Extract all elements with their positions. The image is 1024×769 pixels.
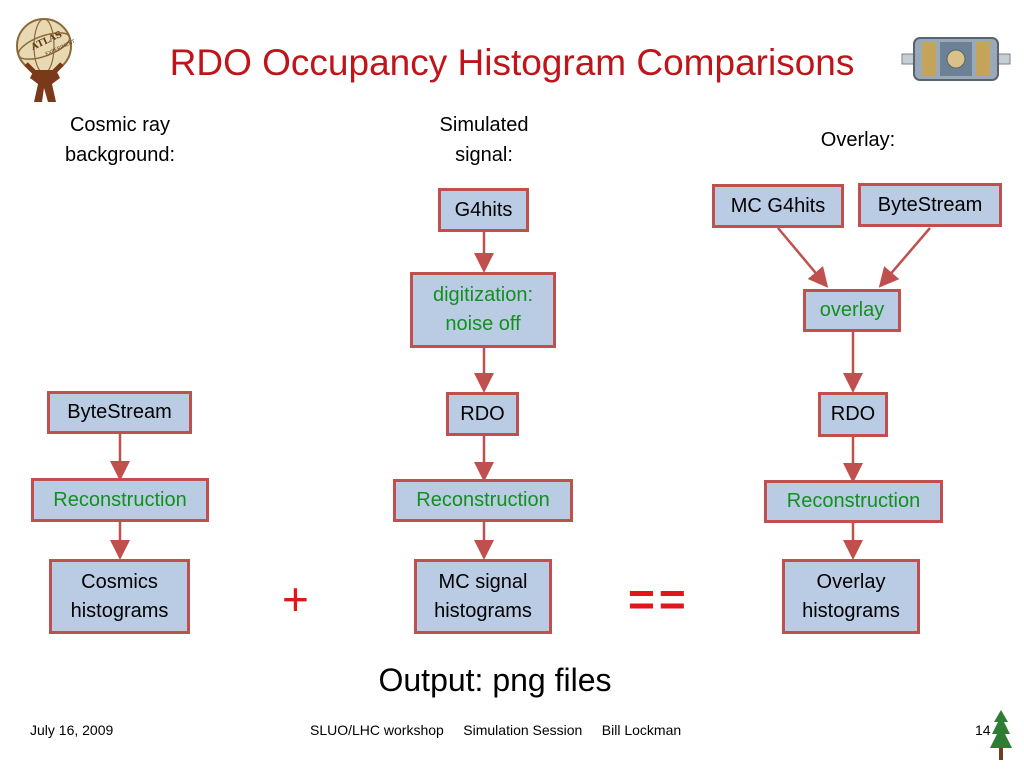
- mc-signal-histograms-box: MC signal histograms: [414, 559, 552, 634]
- arrow-ovl-2: [878, 227, 931, 288]
- overlay-bytestream-box: ByteStream: [858, 183, 1002, 227]
- detector-image: [900, 30, 1012, 88]
- sim-reconstruction-box: Reconstruction: [393, 479, 573, 522]
- cosmic-heading: Cosmic ray background:: [64, 114, 176, 166]
- overlay-reconstruction-box: Reconstruction: [764, 480, 943, 523]
- footer-page-number: 14: [975, 722, 991, 738]
- footer-date: July 16, 2009: [30, 722, 114, 738]
- overlay-step-box: overlay: [803, 289, 901, 332]
- overlay-histograms-box: Overlay histograms: [782, 559, 920, 634]
- page-title: RDO Occupancy Histogram Comparisons: [169, 42, 855, 83]
- overlay-heading: Overlay:: [820, 129, 896, 151]
- simulated-heading: Simulated signal:: [439, 114, 529, 166]
- cosmics-histograms-box: Cosmics histograms: [49, 559, 190, 634]
- sim-rdo-box: RDO: [446, 392, 519, 436]
- equals-operator: ==: [628, 573, 690, 625]
- cosmic-reconstruction-box: Reconstruction: [31, 478, 209, 522]
- output-text: Output: png files: [378, 662, 612, 698]
- atlas-logo: ATLAS EXPERIMENT: [4, 12, 86, 104]
- g4hits-box: G4hits: [438, 188, 529, 232]
- footer-event: SLUO/LHC workshop Simulation Session Bil…: [310, 722, 682, 738]
- plus-operator: +: [282, 573, 309, 625]
- tree-icon: [988, 708, 1014, 764]
- mc-g4hits-box: MC G4hits: [712, 184, 844, 228]
- overlay-rdo-box: RDO: [818, 392, 888, 437]
- cosmic-bytestream-box: ByteStream: [47, 391, 192, 434]
- digitization-box: digitization: noise off: [410, 272, 556, 348]
- arrow-ovl-1: [777, 227, 829, 288]
